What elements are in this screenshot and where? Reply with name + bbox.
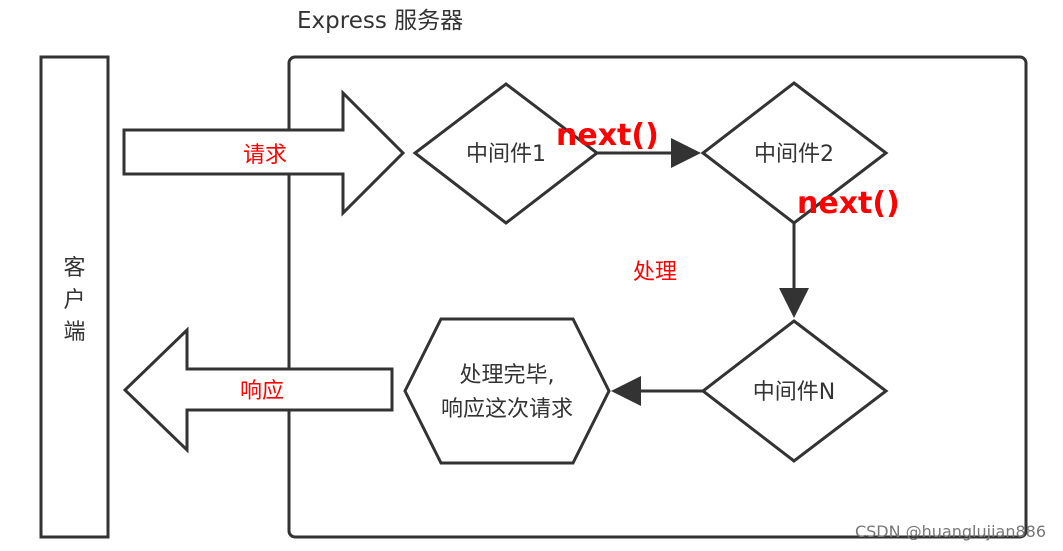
server-frame [287, 55, 1028, 539]
client-label-char-2: 户 [63, 288, 85, 313]
middleware-n-label: 中间件N [753, 380, 835, 405]
processing-done-line-2: 响应这次请求 [441, 397, 573, 422]
response-label: 响应 [240, 379, 284, 404]
processing-done-line-1: 处理完毕, [460, 363, 555, 388]
server-title: Express 服务器 [297, 8, 463, 34]
request-label: 请求 [243, 143, 287, 168]
middleware-1-label: 中间件1 [466, 142, 546, 167]
middleware-n-diamond [700, 319, 889, 463]
processing-label: 处理 [633, 260, 677, 285]
response-arrow [122, 326, 394, 454]
client-label-char-1: 客 [63, 256, 85, 281]
client-box [39, 55, 110, 539]
processing-done-hexagon [403, 317, 611, 465]
csdn-watermark: CSDN @huanglujian886 [855, 522, 1046, 541]
next-label-2: next() [797, 186, 900, 221]
client-label-char-3: 端 [63, 320, 85, 345]
request-arrow [122, 89, 406, 217]
next-label-1: next() [556, 118, 659, 153]
middleware-1-diamond [412, 82, 600, 225]
middleware-2-label: 中间件2 [754, 142, 834, 167]
